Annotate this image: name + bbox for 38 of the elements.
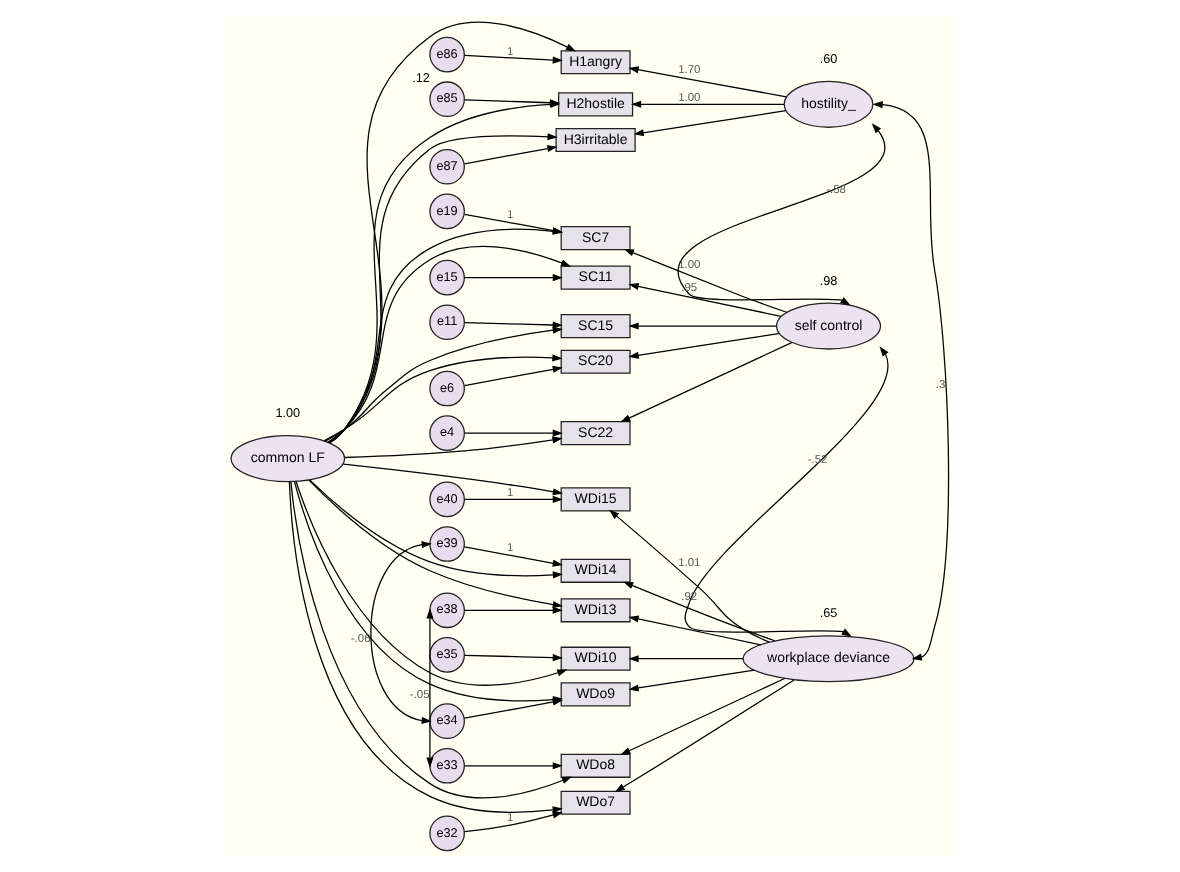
arrow xyxy=(463,274,563,282)
arrow xyxy=(463,495,563,503)
arrow xyxy=(623,248,788,313)
arrow xyxy=(463,606,563,614)
arrow xyxy=(628,282,782,317)
arrow xyxy=(463,365,563,387)
arrow xyxy=(463,429,563,437)
arrow xyxy=(609,509,771,643)
arrow xyxy=(677,123,886,306)
arrow xyxy=(463,321,563,329)
arrow xyxy=(463,546,563,567)
arrow xyxy=(684,346,889,637)
arrow xyxy=(628,332,780,359)
arrow xyxy=(323,354,563,442)
arrow xyxy=(463,762,563,770)
arrow xyxy=(463,654,563,662)
arrow xyxy=(872,101,950,661)
arrow xyxy=(633,110,787,137)
arrow xyxy=(325,326,563,442)
arrow xyxy=(370,541,432,725)
arrow xyxy=(628,66,787,98)
arrow xyxy=(614,679,795,793)
arrow xyxy=(630,100,785,108)
arrow xyxy=(463,213,563,235)
arrow xyxy=(463,54,563,64)
arrow xyxy=(464,811,563,833)
arrow xyxy=(623,581,776,642)
arrow xyxy=(628,615,762,646)
arrow xyxy=(426,608,434,768)
arrow xyxy=(628,655,744,663)
arrow xyxy=(344,436,563,459)
arrow xyxy=(628,669,755,692)
arrow xyxy=(328,21,577,444)
arrow xyxy=(620,677,786,755)
arrow xyxy=(620,341,793,423)
arrow xyxy=(628,322,777,330)
arrow xyxy=(463,145,558,165)
arrow xyxy=(342,463,564,496)
